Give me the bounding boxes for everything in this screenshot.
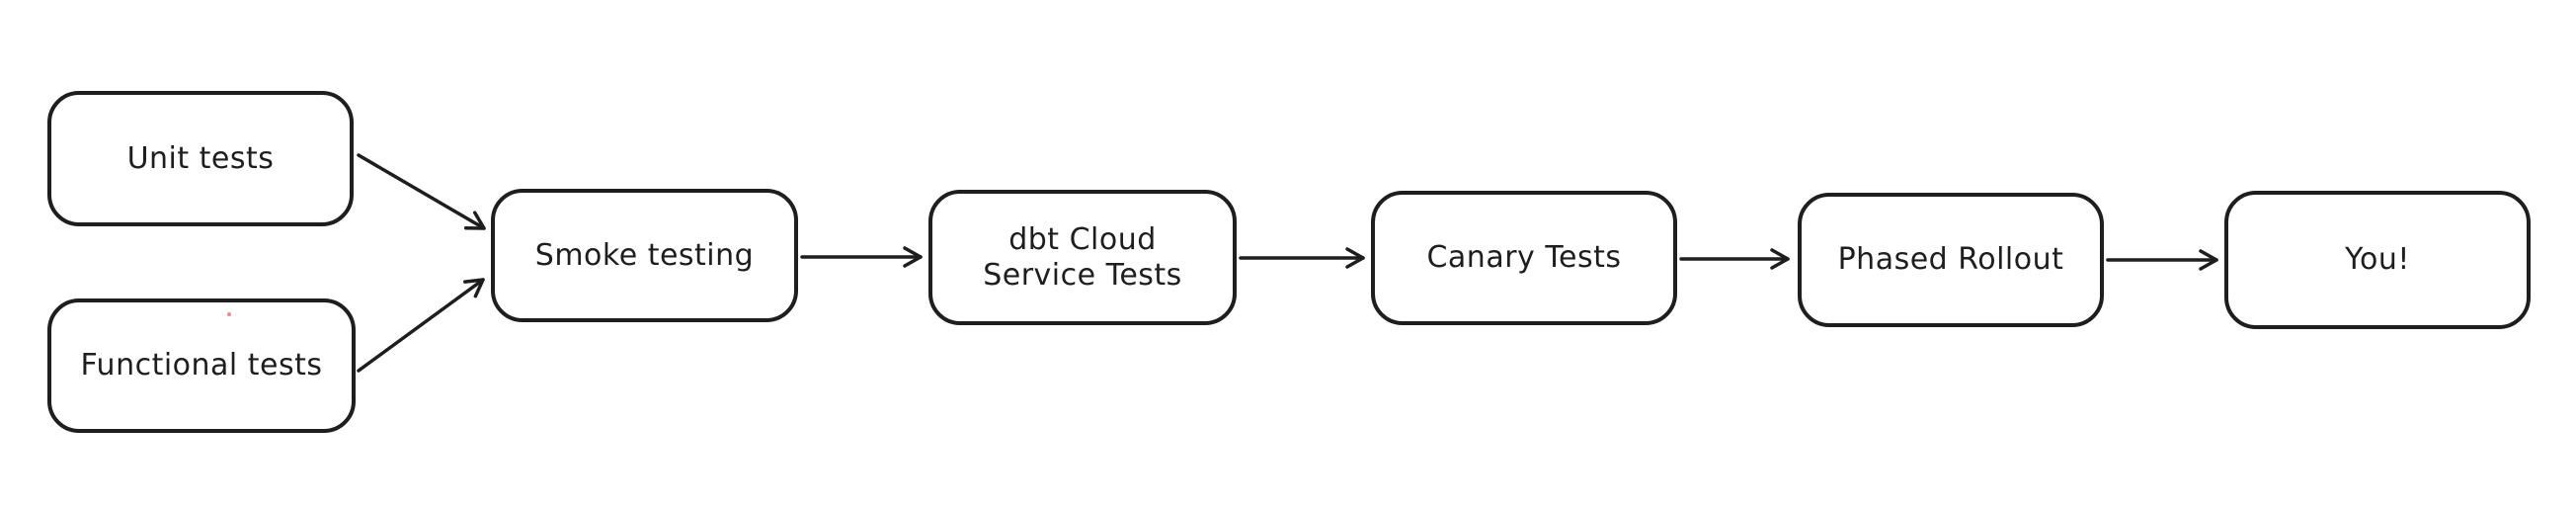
node-you-label: You! <box>2345 242 2410 277</box>
node-canary-tests-label: Canary Tests <box>1426 240 1622 275</box>
node-dbt-cloud-service-tests-line2: Service Tests <box>983 257 1182 293</box>
node-dbt-cloud-service-tests-line1: dbt Cloud <box>1008 221 1157 257</box>
node-functional-tests: Functional tests <box>47 298 356 433</box>
stray-red-dot <box>227 312 231 316</box>
node-you: You! <box>2224 191 2531 329</box>
node-smoke-testing-label: Smoke testing <box>534 237 755 273</box>
node-dbt-cloud-service-tests-label: dbt Cloud Service Tests <box>983 222 1182 294</box>
node-functional-tests-label: Functional tests <box>80 348 323 382</box>
node-unit-tests: Unit tests <box>47 91 354 226</box>
edge-functional-tests-to-smoke-testing <box>357 278 485 373</box>
node-phased-rollout-label: Phased Rollout <box>1837 242 2064 277</box>
node-smoke-testing: Smoke testing <box>491 189 798 322</box>
node-canary-tests: Canary Tests <box>1371 191 1677 325</box>
node-dbt-cloud-service-tests: dbt Cloud Service Tests <box>928 190 1237 325</box>
node-unit-tests-label: Unit tests <box>126 140 275 176</box>
edge-unit-tests-to-smoke-testing <box>357 153 486 230</box>
node-phased-rollout: Phased Rollout <box>1798 193 2104 327</box>
